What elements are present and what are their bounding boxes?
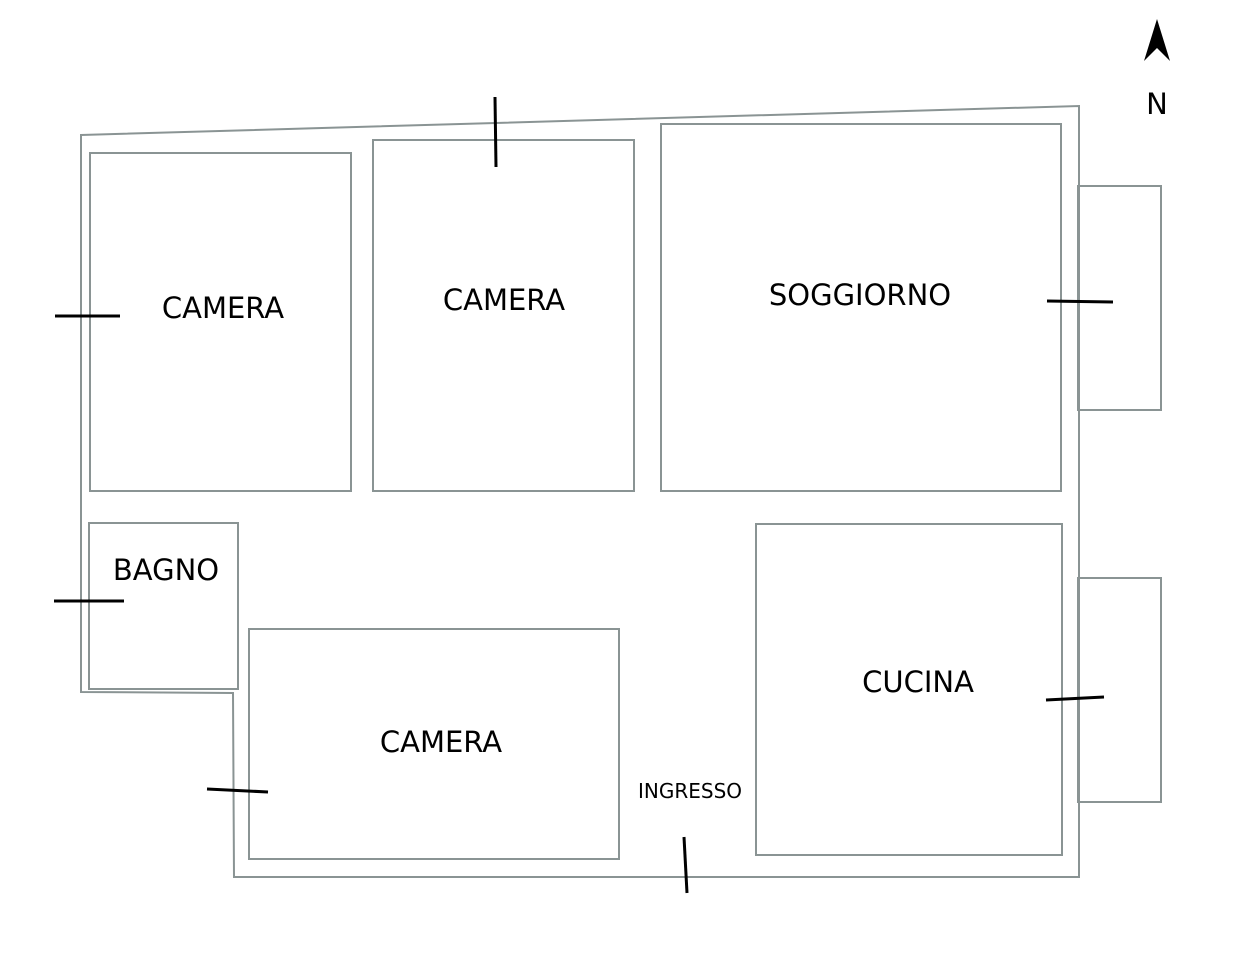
entrance-marker [682,836,689,894]
room-cucina [755,523,1063,856]
label-ingresso: INGRESSO [638,779,742,803]
window-marker-cucina [1045,695,1105,702]
label-camera-2: CAMERA [443,283,565,317]
outer-wall [80,104,1080,878]
balcony-north-east [1077,185,1162,411]
window-marker-camera-3 [206,787,269,794]
label-bagno: BAGNO [113,553,219,587]
room-camera-1 [89,152,352,492]
window-marker-camera-2 [493,96,498,168]
room-soggiorno [660,123,1062,492]
label-soggiorno: SOGGIORNO [769,278,951,312]
label-camera-3: CAMERA [380,725,502,759]
balcony-south-east [1077,577,1162,803]
window-marker-soggiorno [1046,299,1114,304]
room-bagno [88,522,239,690]
label-cucina: CUCINA [862,665,974,699]
north-arrow-icon [1144,19,1170,61]
room-camera-2 [372,139,635,492]
label-camera-1: CAMERA [162,291,284,325]
north-label: N [1146,87,1168,121]
room-camera-3 [248,628,620,860]
